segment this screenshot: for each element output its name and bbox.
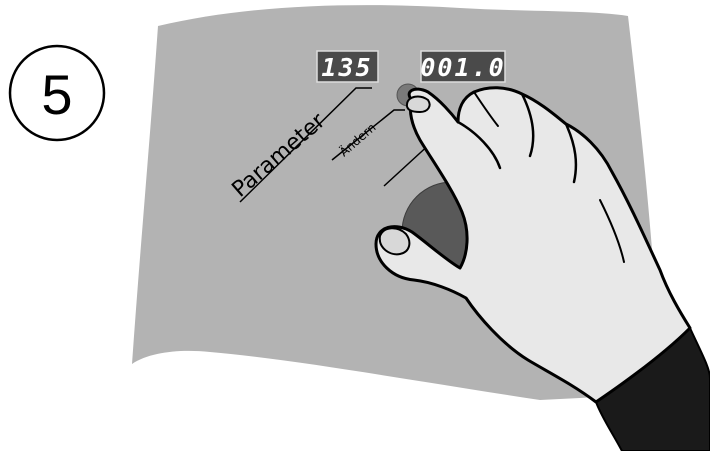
display-left-value: 135 [321, 53, 372, 82]
step-number: 5 [41, 63, 72, 126]
display-right-value: 001.0 [420, 53, 505, 82]
display-left: 135 [317, 51, 378, 82]
step-badge: 5 [10, 46, 104, 140]
display-right: 001.0 [420, 51, 505, 82]
